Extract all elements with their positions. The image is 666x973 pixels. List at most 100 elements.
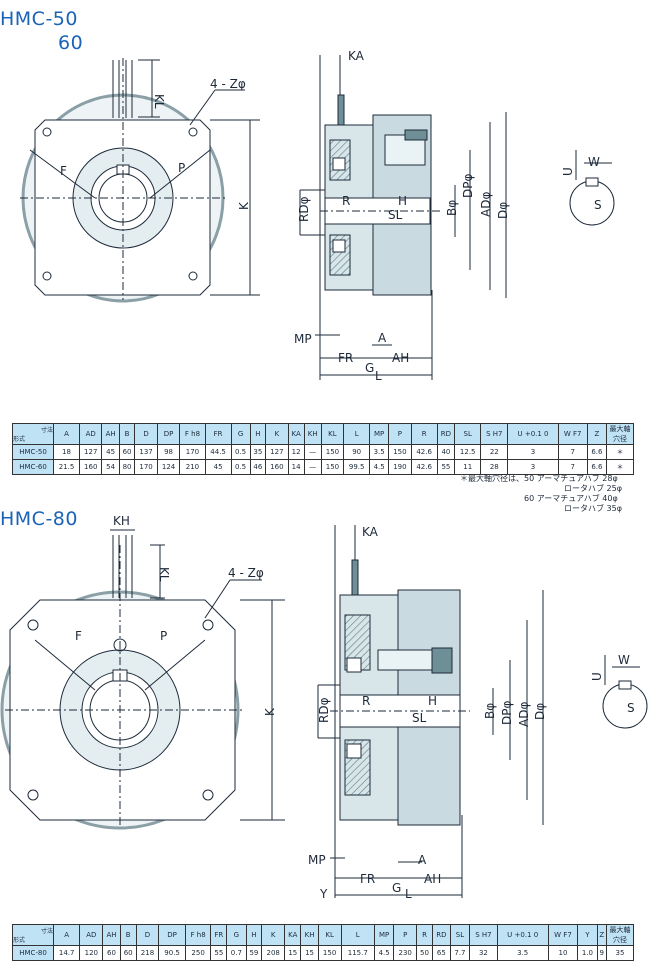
cell: 65: [431, 945, 451, 961]
col-header: DP: [158, 924, 186, 946]
cell: ＊: [606, 444, 634, 460]
col-header: RD: [436, 423, 456, 445]
cell: 170: [134, 459, 158, 475]
cell: 7.7: [449, 945, 471, 961]
cell: 80: [118, 459, 136, 475]
cell: 3.5: [369, 444, 390, 460]
side-view-hmc50: [299, 55, 507, 380]
label-r: R: [342, 194, 350, 208]
cell: 160: [78, 459, 103, 475]
keyway-detail-hmc80: [602, 655, 648, 729]
cell: 127: [78, 444, 103, 460]
cell: 42.6: [410, 459, 438, 475]
label-g: G: [365, 361, 374, 375]
label-fr-80: FR: [360, 872, 375, 886]
col-header: H: [245, 924, 263, 946]
col-header: U +0.1 0: [507, 423, 559, 445]
front-view-hmc50: [20, 58, 260, 303]
cell: 42.6: [410, 444, 438, 460]
label-g-80: G: [392, 881, 401, 895]
label-ah-80: AH: [424, 872, 441, 886]
label-ka-80: KA: [362, 525, 379, 539]
cell: 1.0: [577, 945, 598, 961]
col-header: AD: [78, 423, 103, 445]
label-f: F: [60, 164, 67, 178]
cell: 21.5: [53, 459, 80, 475]
label-p: P: [178, 161, 185, 175]
col-header: SL: [454, 423, 482, 445]
col-header: KL: [320, 423, 345, 445]
model-title-hmc50: HMC-50: [0, 8, 78, 30]
cell: 45: [204, 459, 232, 475]
cell: 14.7: [52, 945, 81, 961]
table-row: HMC-50 18 127 45 60 137 98 170 44.5 0.5 …: [12, 444, 634, 460]
cell: 54: [101, 459, 120, 475]
table-corner: 寸法 形式: [12, 924, 54, 946]
cell: 150: [317, 945, 342, 961]
cell: 150: [320, 444, 345, 460]
cell: ＊: [606, 459, 634, 475]
col-header: KL: [317, 924, 342, 946]
cell: 160: [265, 459, 289, 475]
cell: 55: [210, 945, 228, 961]
col-header: S H7: [480, 423, 509, 445]
col-header: W F7: [547, 924, 579, 946]
cell: 208: [261, 945, 286, 961]
col-header: G: [230, 423, 251, 445]
key-label-s: S: [594, 198, 602, 212]
corner-top: 寸法: [40, 928, 53, 935]
col-header: KA: [284, 924, 302, 946]
col-header: AH: [102, 924, 121, 946]
col-header: D: [135, 924, 160, 946]
key-label-w-80: W: [618, 653, 630, 667]
col-header: 最大軸穴径: [606, 924, 634, 946]
row-model: HMC-80: [12, 945, 54, 961]
label-sl-80: SL: [412, 711, 427, 725]
cell: 210: [179, 459, 206, 475]
row-model: HMC-50: [12, 444, 54, 460]
cell: 250: [184, 945, 212, 961]
spec-table-hmc80: 寸法 形式 A AD AH B D DP F h8 FR G H K KA KH…: [12, 924, 634, 961]
label-d-80: Dφ: [533, 703, 547, 720]
cell: —: [303, 459, 322, 475]
col-header: DP: [156, 423, 181, 445]
cell: 98: [156, 444, 181, 460]
cell: 170: [179, 444, 206, 460]
label-r-80: R: [362, 694, 370, 708]
note-line: ＊最大軸穴径は、50 アーマチュアハブ 28φ: [460, 474, 618, 483]
col-header: FR: [204, 423, 232, 445]
col-header: B: [118, 423, 136, 445]
label-l: L: [375, 369, 382, 383]
cell: 4.5: [369, 459, 390, 475]
label-4z-80: 4 - Zφ: [228, 566, 264, 580]
cell: 99.5: [343, 459, 371, 475]
cell: —: [303, 444, 322, 460]
cell: 7: [557, 459, 588, 475]
cell: 40: [436, 444, 456, 460]
col-header: L: [340, 924, 375, 946]
label-b-80: Bφ: [483, 703, 497, 719]
label-l-80: L: [405, 887, 412, 901]
label-dp-80: DPφ: [500, 701, 514, 725]
table-corner: 寸法 形式: [12, 423, 54, 445]
label-kl-80: KL: [157, 567, 171, 582]
cell: 0.5: [230, 459, 251, 475]
cell: 45: [101, 444, 120, 460]
corner-top: 寸法: [40, 427, 53, 434]
label-dp: DPφ: [461, 174, 475, 198]
cell: 3.5: [496, 945, 549, 961]
col-header: H: [249, 423, 267, 445]
label-a-80: A: [418, 853, 427, 867]
cell: 90: [343, 444, 371, 460]
col-header: P: [393, 924, 418, 946]
cell: 44.5: [204, 444, 232, 460]
cell: 150: [388, 444, 412, 460]
cell: 127: [265, 444, 289, 460]
corner-bottom: 形式: [13, 436, 26, 443]
note-line: ロータハブ 25φ: [564, 484, 622, 493]
cell: 12: [287, 444, 305, 460]
col-header: KH: [303, 423, 322, 445]
model-title-hmc80: HMC-80: [0, 508, 78, 530]
cell: 55: [436, 459, 456, 475]
cell: 115.7: [340, 945, 375, 961]
